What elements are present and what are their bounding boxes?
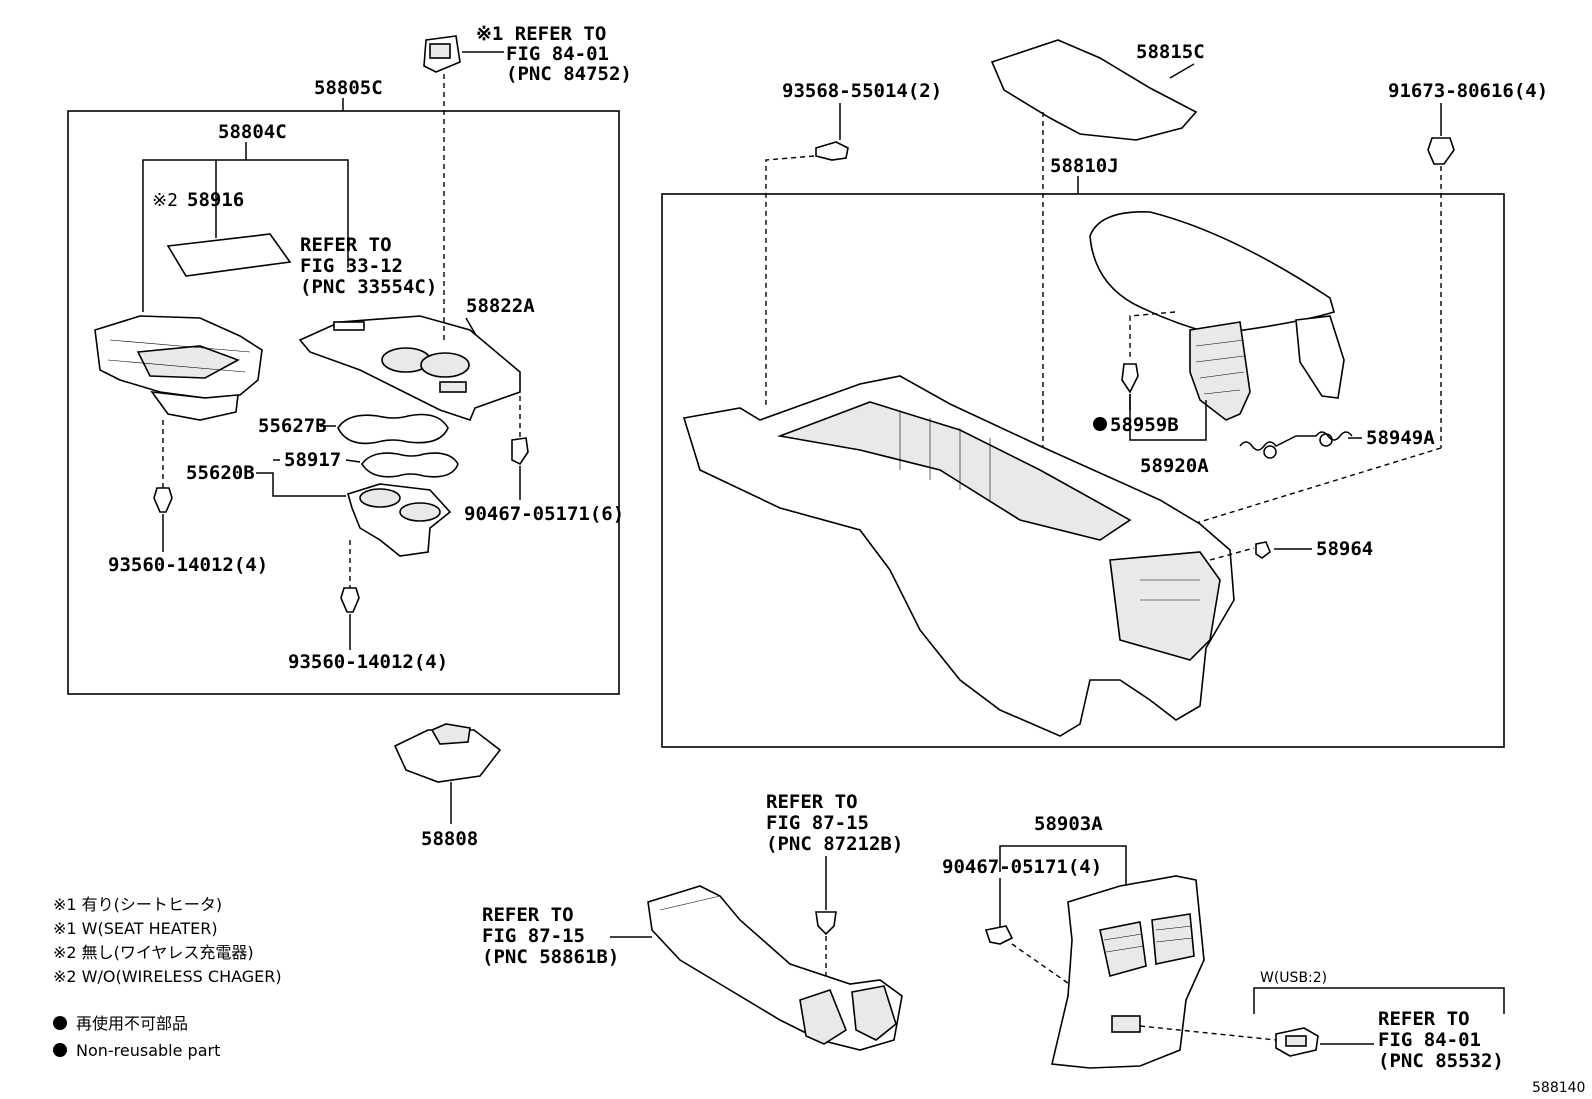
upper-panel-58822A xyxy=(298,315,521,421)
ref-87-15-a-line2[interactable]: FIG 87-15 xyxy=(766,812,869,834)
console-body-58810J xyxy=(682,375,1235,737)
label-58903A[interactable]: 58903A xyxy=(1034,813,1103,835)
mat-58917 xyxy=(361,452,459,478)
label-58959B[interactable]: 58959B xyxy=(1110,414,1179,436)
ref-87-15-b-line3[interactable]: (PNC 58861B) xyxy=(482,946,619,968)
ref-87-15-a-line3[interactable]: (PNC 87212B) xyxy=(766,833,903,855)
bolt-93568 xyxy=(815,141,849,161)
ref-87-15-b-line2[interactable]: FIG 87-15 xyxy=(482,925,585,947)
clip-90467-a xyxy=(511,437,529,466)
note-1-en: ※1 W(SEAT HEATER) xyxy=(53,919,218,938)
ref-84-01-a-line2[interactable]: FIG 84-01 xyxy=(506,43,609,65)
shift-boot-58808 xyxy=(393,723,502,783)
label-90467-a[interactable]: 90467-05171(6) xyxy=(464,503,624,525)
seat-heater-switch xyxy=(423,35,461,73)
ref-84-01-b-line2[interactable]: FIG 84-01 xyxy=(1378,1029,1481,1051)
clip-90467-b xyxy=(984,925,1014,945)
cupholder-55620B xyxy=(347,483,452,557)
ref-33-12-line1[interactable]: REFER TO xyxy=(300,234,392,256)
label-58916[interactable]: 58916 xyxy=(187,189,244,211)
label-93560-b[interactable]: 93560-14012(4) xyxy=(288,651,448,673)
clip-93560-a xyxy=(153,487,173,513)
label-usb: W(USB:2) xyxy=(1260,970,1327,986)
label-58808[interactable]: 58808 xyxy=(421,828,478,850)
legend-en: Non-reusable part xyxy=(76,1041,220,1060)
label-58804C[interactable]: 58804C xyxy=(218,121,287,143)
armrest-lid-58920A xyxy=(1089,211,1345,421)
group-box-58810J xyxy=(661,193,1505,748)
ref-87-15-b-line1[interactable]: REFER TO xyxy=(482,904,574,926)
label-55627B[interactable]: 55627B xyxy=(258,415,327,437)
ref-84-01-b-line1[interactable]: REFER TO xyxy=(1378,1008,1470,1030)
diagram-id: 588140 xyxy=(1532,1080,1585,1096)
note-1-ja: ※1 有り(シートヒータ) xyxy=(53,895,222,914)
label-58805C[interactable]: 58805C xyxy=(314,77,383,99)
label-93560-a[interactable]: 93560-14012(4) xyxy=(108,554,268,576)
label-58917[interactable]: 58917 xyxy=(284,449,341,471)
clip-93560-b xyxy=(340,587,360,613)
label-58815C[interactable]: 58815C xyxy=(1136,41,1205,63)
clip-58964 xyxy=(1255,541,1271,559)
ref-87-15-a-line1[interactable]: REFER TO xyxy=(766,791,858,813)
tray-58804C xyxy=(94,315,263,421)
ref-84-01-b-line3[interactable]: (PNC 85532) xyxy=(1378,1050,1504,1072)
note-2-en: ※2 W/O(WIRELESS CHAGER) xyxy=(53,967,282,986)
note-2-ja: ※2 無し(ワイヤレス充電器) xyxy=(53,943,254,962)
legend-dot-en xyxy=(53,1043,67,1057)
legend-ja: 再使用不可部品 xyxy=(76,1014,188,1033)
label-58949A[interactable]: 58949A xyxy=(1366,427,1435,449)
group-box-58805C xyxy=(67,110,620,695)
ref-33-12-line3[interactable]: (PNC 33554C) xyxy=(300,276,437,298)
armrest-pad-58815C xyxy=(990,39,1198,141)
usb-port-85532 xyxy=(1275,1027,1319,1057)
rear-panel-58903A xyxy=(1051,875,1205,1069)
label-91673[interactable]: 91673-80616(4) xyxy=(1388,80,1548,102)
label-90467-b[interactable]: 90467-05171(4) xyxy=(942,856,1102,878)
air-duct-58861B xyxy=(647,885,903,1051)
ref-33-12-line2[interactable]: FIG 33-12 xyxy=(300,255,403,277)
label-93568[interactable]: 93568-55014(2) xyxy=(782,80,942,102)
label-55620B[interactable]: 55620B xyxy=(186,462,255,484)
nonreusable-dot-58959B xyxy=(1093,417,1107,431)
clip-87212B xyxy=(815,911,837,936)
label-58810J[interactable]: 58810J xyxy=(1050,155,1119,177)
label-58920A[interactable]: 58920A xyxy=(1140,455,1209,477)
spring-58949A xyxy=(1239,431,1353,459)
legend-dot-ja xyxy=(53,1016,67,1030)
ref-84-01-a-line3[interactable]: (PNC 84752) xyxy=(506,63,632,85)
label-58916-mark: ※2 xyxy=(152,190,178,211)
screw-91673 xyxy=(1427,137,1455,165)
ref-84-01-a-line1[interactable]: ※1 REFER TO xyxy=(476,23,606,45)
clip-58959B xyxy=(1121,363,1139,394)
label-58964[interactable]: 58964 xyxy=(1316,538,1373,560)
mat-55627B xyxy=(337,413,449,445)
label-58822A[interactable]: 58822A xyxy=(466,295,535,317)
wireless-pad-58916 xyxy=(166,233,292,277)
